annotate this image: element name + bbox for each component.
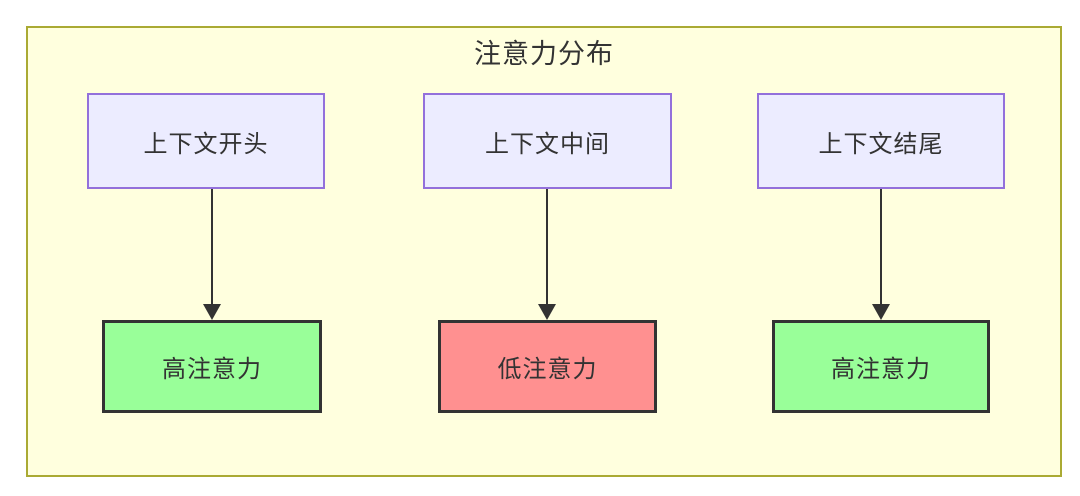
arrow-line xyxy=(880,189,882,305)
node-low-attention: 低注意力 xyxy=(438,320,657,413)
arrow-head-icon xyxy=(872,304,890,320)
node-high-attention-1: 高注意力 xyxy=(102,320,322,413)
diagram-title: 注意力分布 xyxy=(474,39,614,69)
arrow-line xyxy=(546,189,548,305)
node-high-attention-2: 高注意力 xyxy=(772,320,990,413)
arrow-head-icon xyxy=(538,304,556,320)
node-context-end: 上下文结尾 xyxy=(757,93,1005,189)
arrow-line xyxy=(211,189,213,305)
arrow-head-icon xyxy=(203,304,221,320)
node-context-start: 上下文开头 xyxy=(87,93,325,189)
node-context-middle: 上下文中间 xyxy=(423,93,672,189)
